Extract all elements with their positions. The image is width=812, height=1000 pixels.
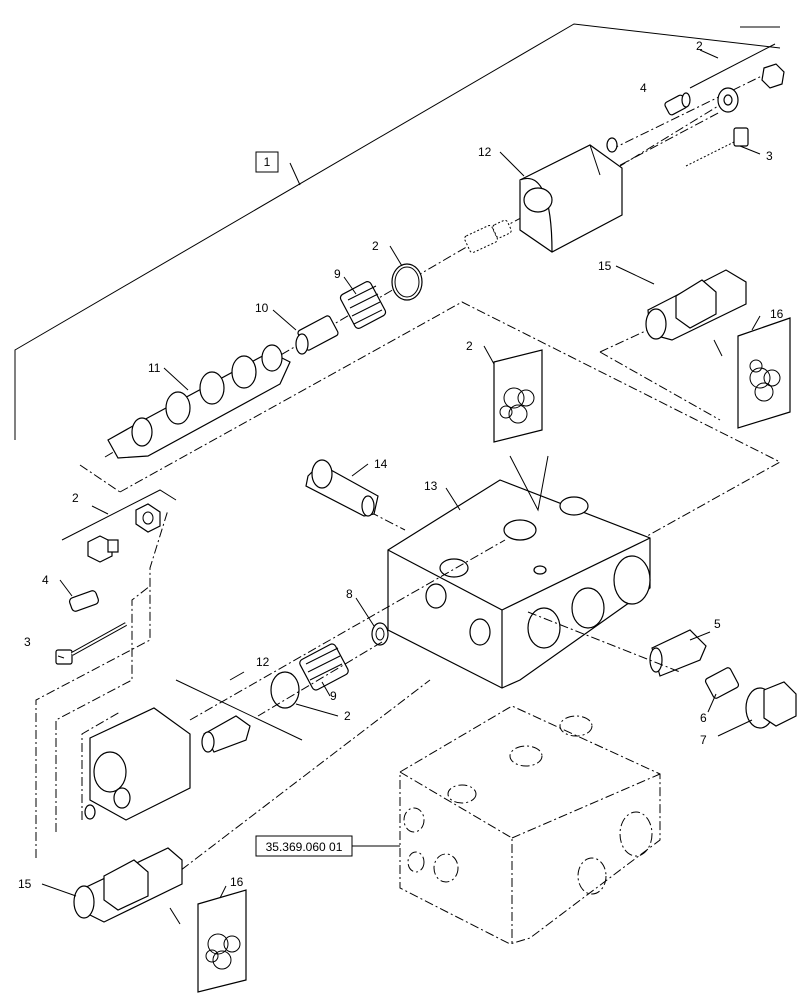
callout-4-top: 4 bbox=[640, 81, 647, 95]
small-oring-left[interactable] bbox=[84, 804, 96, 820]
callout-2-left: 2 bbox=[72, 491, 79, 505]
callout-16-top: 16 bbox=[770, 307, 784, 321]
valve-body-13[interactable] bbox=[387, 479, 651, 689]
callout-15-top: 15 bbox=[598, 259, 612, 273]
callout-3-left: 3 bbox=[24, 635, 31, 649]
callout-3-top: 3 bbox=[766, 149, 773, 163]
callout-2-top: 2 bbox=[696, 39, 703, 53]
callout-14: 14 bbox=[374, 457, 388, 471]
nut-2-left[interactable] bbox=[135, 503, 161, 533]
callout-16-bottom: 16 bbox=[230, 875, 244, 889]
bolt-2-left[interactable] bbox=[87, 535, 119, 563]
small-oring-top[interactable] bbox=[606, 137, 618, 153]
seal-kit-16-bottom[interactable] bbox=[197, 889, 247, 993]
callout-11: 11 bbox=[148, 361, 161, 375]
callout-8: 8 bbox=[346, 587, 353, 601]
callout-12-left: 12 bbox=[256, 655, 270, 669]
callout-4-left: 4 bbox=[42, 573, 49, 587]
callout-9-top: 9 bbox=[334, 267, 341, 281]
callout-9-left: 9 bbox=[330, 689, 337, 703]
spool-5[interactable] bbox=[649, 629, 707, 677]
relief-valve-15-bottom[interactable] bbox=[73, 847, 183, 923]
assembly-bracket bbox=[14, 23, 781, 440]
nut-2-top[interactable] bbox=[717, 63, 785, 113]
spring-6[interactable] bbox=[704, 667, 740, 700]
bolt-3-left[interactable] bbox=[55, 622, 127, 665]
washer-8[interactable] bbox=[371, 622, 389, 646]
spring-9-lower[interactable] bbox=[298, 643, 349, 692]
svg-text:35.369.060 01: 35.369.060 01 bbox=[266, 840, 343, 854]
dotted-plug bbox=[464, 219, 512, 254]
callout-2-left-oring: 2 bbox=[344, 709, 351, 723]
fitting-4-top[interactable] bbox=[664, 92, 691, 116]
callout-13: 13 bbox=[424, 479, 438, 493]
assembly-callout-box[interactable]: 1 bbox=[255, 151, 279, 173]
bolt-3-top[interactable] bbox=[683, 127, 749, 170]
plug-7[interactable] bbox=[745, 681, 797, 729]
sleeve-10[interactable] bbox=[295, 315, 339, 355]
spool-11[interactable] bbox=[107, 344, 291, 459]
callout-2-oring: 2 bbox=[372, 239, 379, 253]
lower-assembly-lines bbox=[35, 509, 681, 881]
housing-12-top[interactable] bbox=[519, 144, 623, 253]
oring-2-lower[interactable] bbox=[270, 671, 300, 709]
insert-plug-left[interactable] bbox=[201, 715, 251, 753]
relief-valve-15-top[interactable] bbox=[645, 269, 747, 341]
seal-kit-16-top[interactable] bbox=[737, 317, 791, 429]
callout-10: 10 bbox=[255, 301, 269, 315]
reference-callout-box[interactable]: 35.369.060 01 bbox=[255, 835, 353, 857]
plug-14[interactable] bbox=[305, 459, 379, 517]
fitting-4-left[interactable] bbox=[68, 590, 100, 613]
spring-9-top[interactable] bbox=[339, 280, 387, 330]
callout-12-top: 12 bbox=[478, 145, 492, 159]
callout-15-bottom: 15 bbox=[18, 877, 32, 891]
callout-labels: 2 3 4 12 2 9 10 11 15 16 2 14 13 8 2 4 3… bbox=[18, 39, 784, 891]
bracket-top-2 bbox=[689, 43, 776, 89]
oring-2-top[interactable] bbox=[391, 263, 423, 301]
callout-2-bag: 2 bbox=[466, 339, 473, 353]
bracket-left-2 bbox=[61, 489, 177, 541]
callout-6: 6 bbox=[700, 711, 707, 725]
seal-kit-2-center[interactable] bbox=[493, 349, 543, 443]
housing-12-left[interactable] bbox=[89, 707, 191, 821]
reference-body-outline bbox=[399, 705, 661, 945]
svg-text:1: 1 bbox=[264, 155, 271, 169]
callout-5: 5 bbox=[714, 617, 721, 631]
callout-leaders bbox=[41, 145, 761, 899]
callout-7: 7 bbox=[700, 733, 707, 747]
